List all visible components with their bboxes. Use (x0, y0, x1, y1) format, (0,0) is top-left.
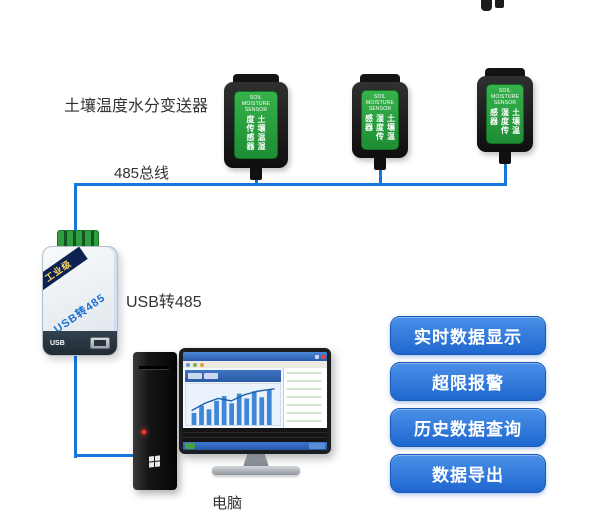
chart-area (185, 383, 282, 426)
window-toolbar (183, 361, 327, 368)
sensor-panel-title: SOIL MOISTURE SENSOR (241, 94, 270, 113)
monitor-stand-base (212, 466, 300, 475)
sensor-cap (485, 68, 525, 76)
bus-label: 485总线 (114, 165, 170, 182)
start-button-icon (185, 443, 195, 449)
sensor-cable-gland (374, 157, 386, 170)
bus-to-converter-line (74, 183, 77, 235)
converter-bottom-panel: USB (43, 331, 117, 355)
feature-button-data-export[interactable]: 数据导出 (390, 454, 546, 493)
chart-pane (183, 368, 283, 428)
software-main-area (183, 368, 327, 428)
converter-to-pc-line (74, 352, 77, 458)
minimize-icon (315, 354, 319, 359)
toolbar-icon (193, 362, 197, 367)
feature-button-overlimit-alarm[interactable]: 超限报警 (390, 362, 546, 401)
data-grid-band (183, 428, 327, 442)
sensor-needles (487, 2, 524, 68)
monitor (179, 348, 331, 454)
usb-port-label: USB (50, 339, 65, 347)
windows-logo-icon (149, 455, 160, 468)
sensor-panel-text: 土壤温湿度传感器 (364, 113, 396, 141)
feature-button-column: 实时数据显示 超限报警 历史数据查询 数据导出 (390, 316, 546, 493)
bus-line-horizontal (74, 183, 507, 186)
sensor-label: 土壤温度水分变送器 (64, 98, 209, 115)
usb-port (90, 337, 110, 349)
soil-sensor-3: SOIL MOISTURE SENSOR 土壤温湿度传感器 (477, 2, 533, 164)
pc-connect-line (74, 454, 138, 457)
sensor-panel-text: 土壤温湿度传感器 (245, 114, 266, 151)
taskbar (183, 442, 327, 450)
computer-label: 电脑 (212, 495, 243, 512)
sensor-cable-gland (499, 151, 511, 164)
brand-logo-fragment (481, 0, 507, 11)
soil-sensor-2: SOIL MOISTURE SENSOR 土壤温湿度传感器 (352, 14, 408, 170)
power-led (142, 430, 146, 434)
monitor-screen (183, 352, 327, 450)
close-icon (321, 354, 325, 359)
window-titlebar (183, 352, 327, 361)
software-banner (185, 370, 282, 382)
sensor-needles (362, 14, 399, 74)
dvd-slot (139, 366, 169, 370)
sensor-panel-title: SOIL MOISTURE SENSOR (490, 87, 519, 106)
sidebar-panel (283, 368, 327, 428)
sensor-cap (233, 74, 279, 82)
sensor-front-panel: SOIL MOISTURE SENSOR 土壤温湿度传感器 (485, 83, 525, 145)
soil-sensor-1: SOIL MOISTURE SENSOR 土壤温湿度传感器 (224, 4, 288, 180)
feature-button-realtime-display[interactable]: 实时数据显示 (390, 316, 546, 355)
sensor-front-panel: SOIL MOISTURE SENSOR 土壤温湿度传感器 (360, 89, 400, 151)
monitor-stand-neck (243, 453, 269, 467)
toolbar-icon (200, 362, 204, 367)
sensor-panel-text: 土壤温湿度传感器 (489, 107, 521, 135)
sensor-cap (360, 74, 400, 82)
industrial-grade-badge: 工业级 (43, 247, 88, 295)
system-tray (309, 443, 325, 449)
sensor2-drop-line (379, 156, 382, 184)
sensor3-drop-line (504, 150, 507, 184)
feature-button-history-query[interactable]: 历史数据查询 (390, 408, 546, 447)
sensor-body: SOIL MOISTURE SENSOR 土壤温湿度传感器 (224, 82, 288, 168)
sensor-cable-gland (250, 167, 262, 180)
sensor-front-panel: SOIL MOISTURE SENSOR 土壤温湿度传感器 (234, 90, 278, 160)
converter-label: USB转485 (126, 294, 202, 311)
sensor-body: SOIL MOISTURE SENSOR 土壤温湿度传感器 (477, 76, 533, 152)
usb-485-converter: 工业级 USB转485 USB (42, 246, 118, 356)
toolbar-icon (186, 362, 190, 367)
pc-tower (133, 352, 177, 490)
sensor-body: SOIL MOISTURE SENSOR 土壤温湿度传感器 (352, 82, 408, 158)
sensor-needles (236, 4, 277, 74)
sensor-panel-title: SOIL MOISTURE SENSOR (365, 93, 394, 112)
